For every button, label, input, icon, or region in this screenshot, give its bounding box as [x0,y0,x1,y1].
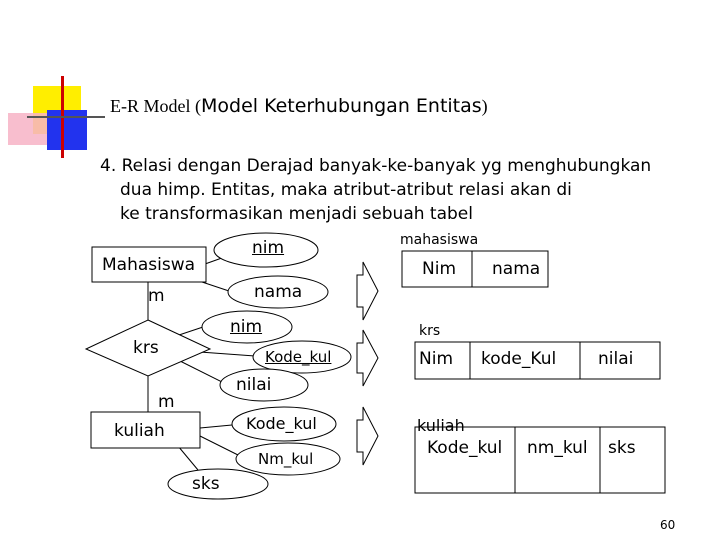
arrow-kuliah [356,406,379,466]
attr-nilai-label: nilai [236,375,272,395]
attr-nim-2-label: nim [230,317,263,337]
attr-nama-ellipse [227,275,329,309]
attr-nmkul-ellipse [235,442,341,476]
entity-mahasiswa-label: Mahasiswa [102,255,196,275]
title-suffix: ) [481,96,488,116]
body-line-2: dua himp. Entitas, maka atribut-atribut … [120,180,572,200]
slide-title: E-R Model (Model Keterhubungan Entitas) [110,95,488,117]
table-krs-cell-nilai [579,341,661,380]
entity-mahasiswa-box [91,246,207,283]
line-kuliah-sks [177,445,199,471]
attr-nim-1-ellipse [213,232,319,268]
attr-sks-ellipse [167,468,269,500]
body-line-1: 4. Relasi dengan Derajad banyak-ke-banya… [100,156,652,176]
table-krs-col-nilai: nilai [598,349,634,369]
table-kuliah-col-kodekul: Kode_kul [427,438,503,458]
attr-nama-label: nama [254,282,303,302]
title-main: Model Keterhubungan Entitas [200,95,482,117]
attr-kodekul-1-label: Kode_kul [265,348,332,366]
arrow-krs [356,329,379,387]
line-kuliah-kodekul [199,424,233,429]
relation-krs-label: krs [133,338,159,358]
table-mahasiswa-col-nama: nama [492,259,541,279]
attr-nim-1-label: nim [252,238,285,258]
entity-kuliah-box [90,411,201,449]
attr-sks-label: sks [192,474,220,494]
body-line-3: ke transformasikan menjadi sebuah tabel [120,204,473,224]
table-krs-col-kodekul: kode_Kul [481,349,557,369]
table-krs-cell-nim [414,341,471,380]
table-krs-cell-kodekul [469,341,581,380]
arrow-mahasiswa [356,261,379,321]
cardinality-m-2: m [158,392,175,412]
table-mahasiswa-name: mahasiswa [400,232,479,248]
line-kuliah-nmkul [199,435,239,456]
attr-kodekul-2-ellipse [231,406,337,442]
attr-kodekul-2-label: Kode_kul [246,414,317,433]
table-kuliah-col-sks: sks [608,438,636,458]
table-kuliah-col-nmkul: nm_kul [527,438,588,458]
entity-kuliah-label: kuliah [114,421,165,441]
table-mahasiswa-col-nim: Nim [422,259,456,279]
table-kuliah-name: kuliah [417,416,465,435]
title-prefix: E-R Model ( [110,96,201,116]
attr-nmkul-label: Nm_kul [258,450,314,468]
attr-nilai-ellipse [219,368,309,402]
decor-red-line-horizontal [27,116,105,118]
cardinality-m-1: m [148,286,165,306]
table-kuliah-cell-sks [599,426,666,494]
table-kuliah-cell-nmkul [514,426,601,494]
relation-krs-diamond [84,319,212,377]
table-krs-name: krs [419,323,441,339]
attr-nim-2-ellipse [201,310,293,344]
table-krs-col-nim: Nim [419,349,453,369]
page-number: 60 [660,518,676,532]
table-kuliah-cell-kodekul [414,426,516,494]
attr-kodekul-1-ellipse [252,340,352,374]
table-mahasiswa-cell-nama [471,250,549,288]
